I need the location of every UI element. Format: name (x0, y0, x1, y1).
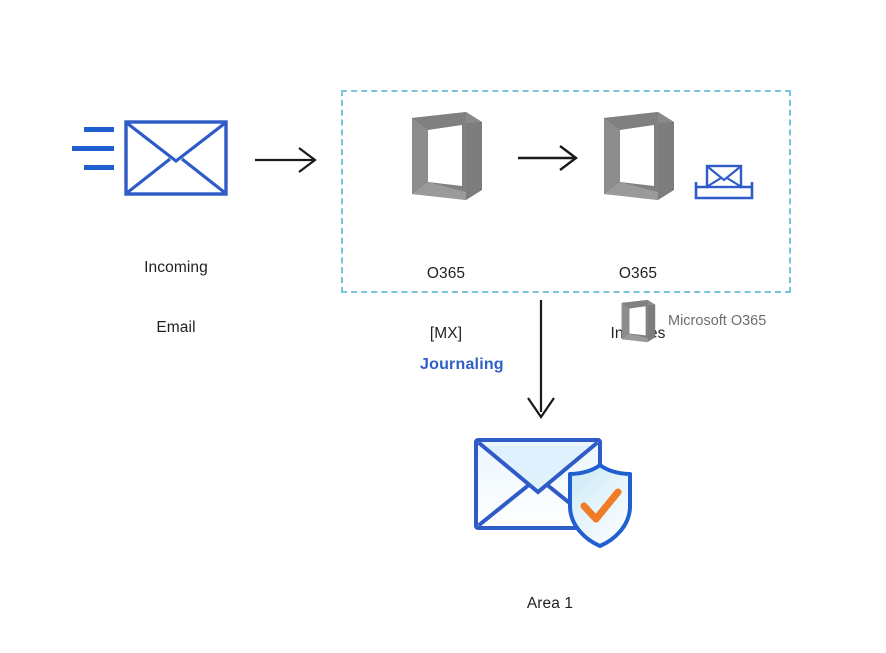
shielded-envelope-icon (474, 438, 632, 548)
envelope-flap (477, 440, 599, 495)
node-area1-label: Area 1 email security (526, 595, 574, 612)
speed-line-middle (72, 146, 114, 151)
node-inbox-tray[interactable] (694, 160, 754, 204)
legend-microsoft-o365 (618, 300, 658, 344)
inbox-tray-envelope-icon (694, 164, 754, 200)
node-o365-mx[interactable]: O365 [MX] (406, 112, 486, 342)
office365-box-icon (621, 300, 656, 343)
node-area1-email-security[interactable]: Area 1 email security (468, 432, 632, 612)
speed-line-bottom (84, 165, 114, 170)
envelope-flap (126, 122, 226, 164)
node-o365-mx-label: O365 [MX] (426, 265, 466, 342)
legend-label: Microsoft O365 (668, 313, 767, 329)
shield-icon (568, 463, 632, 548)
o365-boundary-zone (341, 90, 791, 293)
arrow-down-icon (527, 300, 555, 419)
checkmark-icon (580, 488, 622, 523)
office365-box-icon (412, 112, 482, 200)
node-o365-inboxes[interactable]: O365 Inboxes (598, 112, 678, 342)
envelope-fold-lines (126, 157, 226, 194)
office365-box-icon (604, 112, 674, 200)
edge-inboxes-to-area1 (522, 300, 562, 425)
edge-incoming-to-mx (255, 145, 325, 175)
arrow-right-icon (518, 145, 578, 171)
envelope-icon (72, 120, 228, 196)
node-incoming-email[interactable]: Incoming Email (70, 118, 230, 336)
speed-line-top (84, 127, 114, 132)
node-incoming-email-label: Incoming Email (144, 259, 208, 336)
edge-label-journaling: Journaling (420, 356, 504, 373)
arrow-right-icon (255, 147, 317, 173)
edge-mx-to-inboxes (518, 143, 586, 173)
